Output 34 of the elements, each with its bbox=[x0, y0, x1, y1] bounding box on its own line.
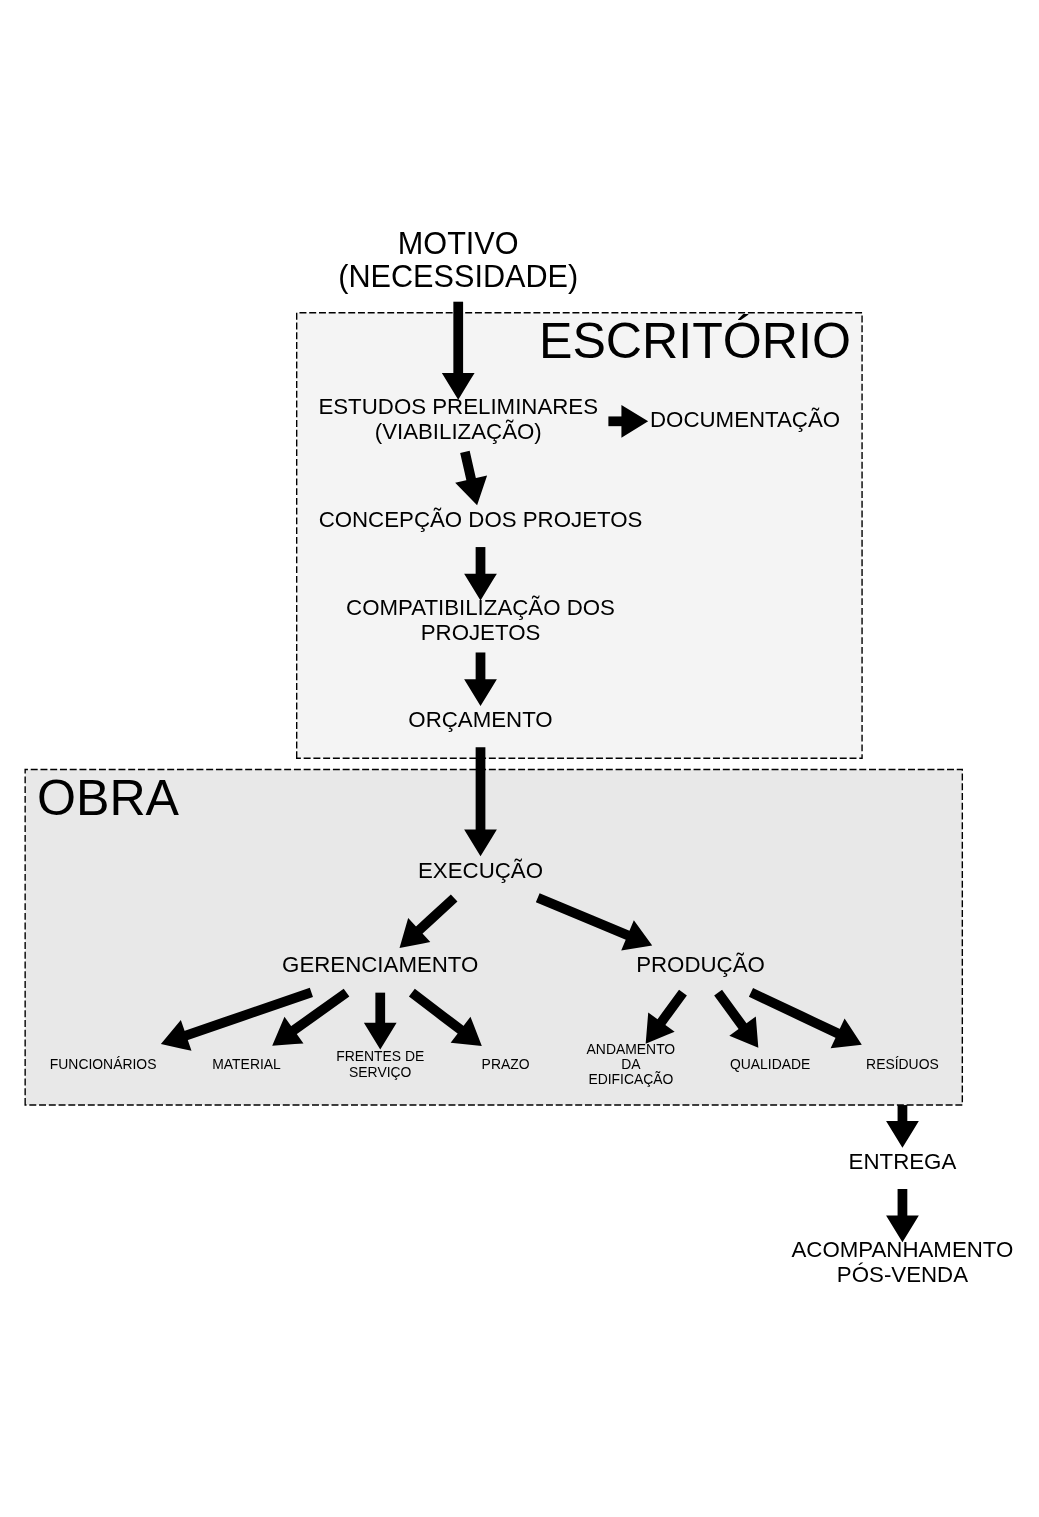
arrow bbox=[464, 546, 497, 600]
arrow bbox=[160, 987, 313, 1051]
node-text: PRODUÇÃO bbox=[636, 951, 765, 977]
node-text: MATERIAL bbox=[212, 1055, 281, 1072]
node-text: CONCEPÇÃO DOS PROJETOS bbox=[318, 506, 643, 532]
arrow bbox=[272, 988, 350, 1046]
node-text: MOTIVO (NECESSIDADE) bbox=[338, 225, 579, 293]
node-text: FRENTES DE SERVIÇO bbox=[336, 1047, 425, 1079]
arrow bbox=[464, 746, 497, 856]
arrow bbox=[464, 651, 497, 706]
arrow bbox=[714, 989, 759, 1048]
node-text: DOCUMENTAÇÃO bbox=[650, 406, 841, 432]
node-text: ACOMPANHAMENTO PÓS-VENDA bbox=[791, 1236, 1014, 1287]
arrow bbox=[748, 987, 862, 1048]
arrow bbox=[441, 301, 475, 400]
node-text: QUALIDADE bbox=[729, 1055, 811, 1072]
arrow bbox=[455, 450, 488, 505]
node-text: COMPATIBILIZAÇÃO DOS PROJETOS bbox=[346, 594, 615, 645]
arrow bbox=[645, 989, 687, 1044]
node-text: ESTUDOS PRELIMINARES (VIABILIZAÇÃO) bbox=[318, 393, 599, 444]
arrow bbox=[399, 893, 458, 948]
node-text: GERENCIAMENTO bbox=[282, 951, 479, 977]
node-text: FUNCIONÁRIOS bbox=[49, 1055, 157, 1072]
node-text: PRAZO bbox=[481, 1055, 530, 1072]
arrow bbox=[408, 988, 482, 1046]
arrow bbox=[886, 1188, 919, 1242]
node-text: EXECUÇÃO bbox=[418, 857, 543, 883]
arrow bbox=[886, 1104, 919, 1148]
node-text: ORÇAMENTO bbox=[408, 706, 553, 732]
node-text: ENTREGA bbox=[848, 1148, 957, 1174]
arrow bbox=[363, 992, 397, 1050]
arrow bbox=[535, 892, 653, 950]
node-text: ANDAMENTO DA EDIFICAÇÃO bbox=[586, 1040, 676, 1087]
node-text: RESÍDUOS bbox=[866, 1055, 939, 1072]
